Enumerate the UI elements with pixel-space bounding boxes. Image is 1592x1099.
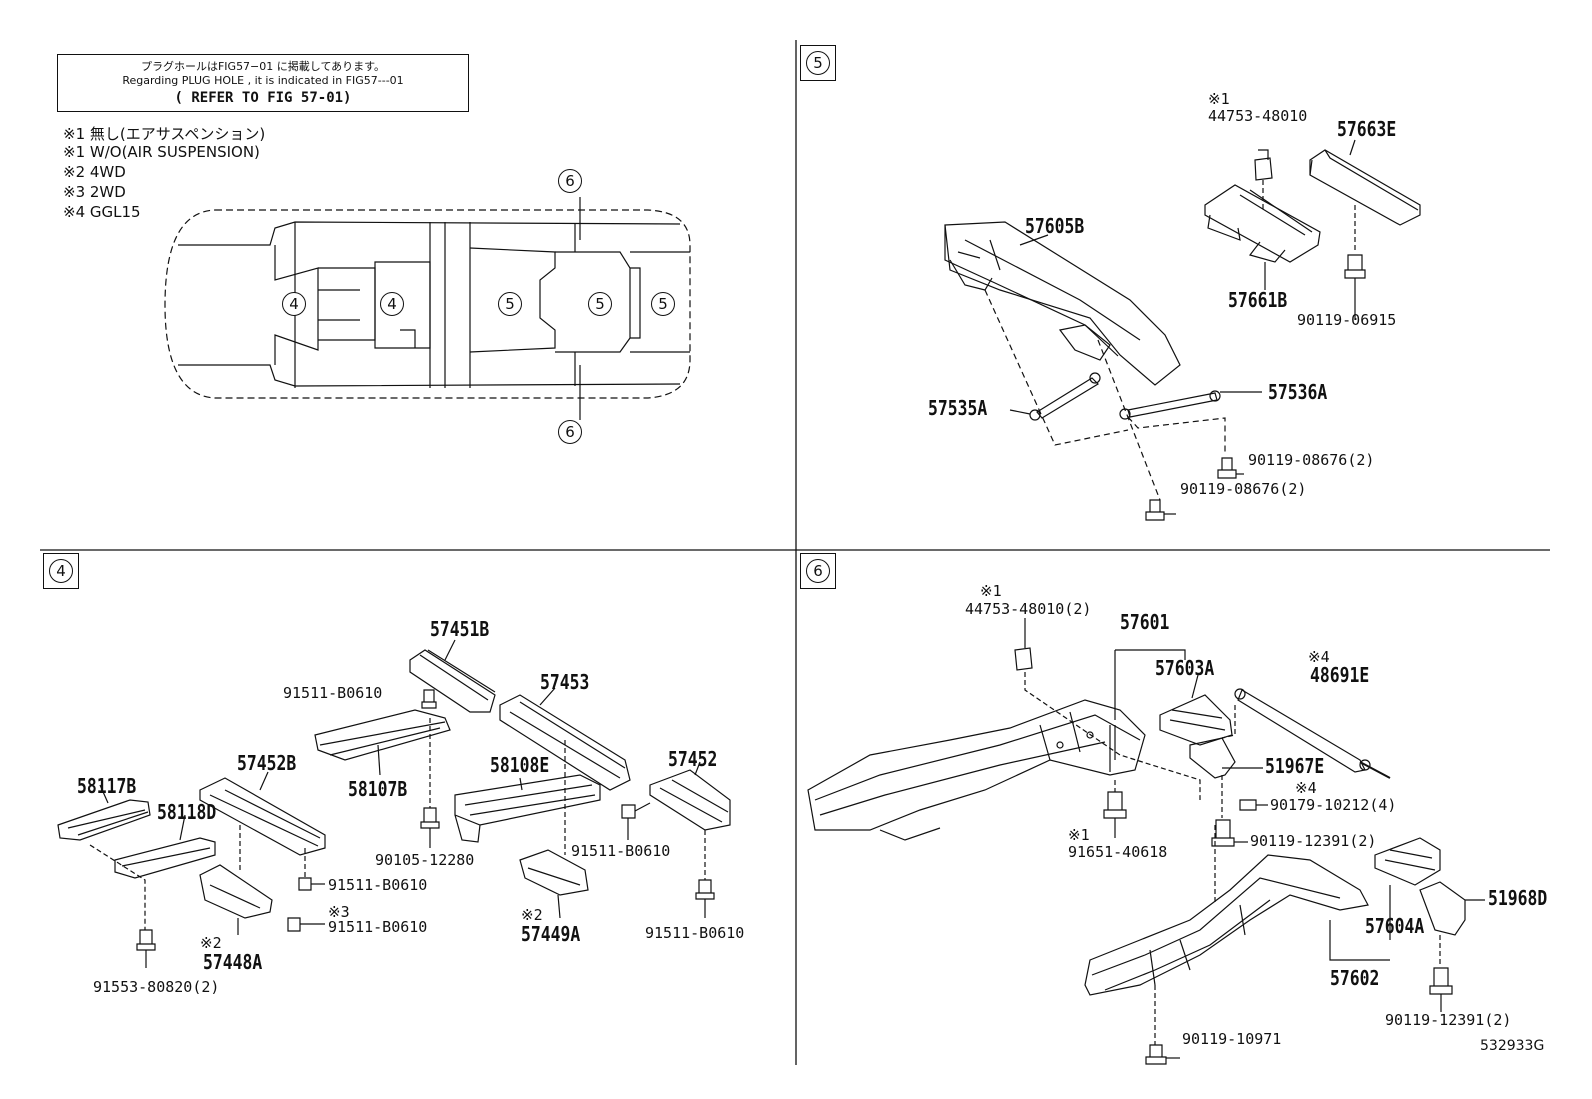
part-57536A[interactable]: 57536A xyxy=(1268,380,1328,404)
part-58108E[interactable]: 58108E xyxy=(490,753,550,777)
part-57661B[interactable]: 57661B xyxy=(1228,288,1288,312)
figure-code: 532933G xyxy=(1480,1038,1545,1054)
part-57663E[interactable]: 57663E xyxy=(1337,117,1397,141)
part-57601[interactable]: 57601 xyxy=(1120,610,1170,634)
note-3: ※3 xyxy=(328,903,350,921)
note-4: ※4 xyxy=(1308,648,1330,666)
part-51968D[interactable]: 51968D xyxy=(1488,886,1548,910)
overview-callout[interactable]: 5 xyxy=(498,292,522,316)
note-4: ※4 xyxy=(1295,779,1317,797)
part-57452[interactable]: 57452 xyxy=(668,747,718,771)
plug-hole-notice: プラグホールはFIG57−01 に掲載してあります。 Regarding PLU… xyxy=(57,54,469,112)
part-90119-08676[interactable]: 90119-08676(2) xyxy=(1180,480,1307,498)
part-91511-B0610[interactable]: 91511-B0610 xyxy=(283,684,383,702)
part-91511-B0610[interactable]: 91511-B0610 xyxy=(645,924,745,942)
part-48691E[interactable]: 48691E xyxy=(1310,663,1370,687)
overview-callout[interactable]: 6 xyxy=(558,169,582,193)
part-58107B[interactable]: 58107B xyxy=(348,777,408,801)
part-91511-B0610[interactable]: 91511-B0610 xyxy=(571,842,671,860)
legend-item: ※1 無し(エアサスペンション) xyxy=(63,125,266,143)
section-marker-6: 6 xyxy=(800,553,836,589)
section-marker-5: 5 xyxy=(800,45,836,81)
section-6-parts xyxy=(807,618,1485,1065)
part-91511-B0610[interactable]: 91511-B0610 xyxy=(328,918,428,936)
notice-refer: ( REFER TO FIG 57-01) xyxy=(174,90,352,106)
legend-item: ※3 2WD xyxy=(63,183,126,201)
part-57602[interactable]: 57602 xyxy=(1330,966,1380,990)
part-91651-40618[interactable]: 91651-40618 xyxy=(1068,843,1168,861)
part-90105-12280[interactable]: 90105-12280 xyxy=(375,851,475,869)
part-44753-48010[interactable]: 44753-48010 xyxy=(1208,107,1308,125)
legend-item: ※2 4WD xyxy=(63,163,126,181)
part-57603A[interactable]: 57603A xyxy=(1155,656,1215,680)
section-5-parts xyxy=(944,139,1421,521)
section-marker-4: 4 xyxy=(43,553,79,589)
overview-callout[interactable]: 4 xyxy=(380,292,404,316)
part-90119-12391[interactable]: 90119-12391(2) xyxy=(1250,832,1377,850)
part-57453[interactable]: 57453 xyxy=(540,670,590,694)
legend-item: ※1 W/O(AIR SUSPENSION) xyxy=(63,143,260,161)
notice-line-en: Regarding PLUG HOLE , it is indicated in… xyxy=(122,74,404,87)
part-90119-08676[interactable]: 90119-08676(2) xyxy=(1248,451,1375,469)
part-90179-10212[interactable]: 90179-10212(4) xyxy=(1270,796,1397,814)
part-91511-B0610[interactable]: 91511-B0610 xyxy=(328,876,428,894)
part-51967E[interactable]: 51967E xyxy=(1265,754,1325,778)
vehicle-overview xyxy=(164,197,691,420)
part-57448A[interactable]: 57448A xyxy=(203,950,263,974)
section-4-parts xyxy=(57,639,731,968)
part-90119-10971[interactable]: 90119-10971 xyxy=(1182,1030,1282,1048)
part-57451B[interactable]: 57451B xyxy=(430,617,490,641)
part-57449A[interactable]: 57449A xyxy=(521,922,581,946)
overview-callout[interactable]: 5 xyxy=(588,292,612,316)
overview-callout[interactable]: 6 xyxy=(558,420,582,444)
note-1: ※1 xyxy=(1208,90,1230,108)
part-58117B[interactable]: 58117B xyxy=(77,774,137,798)
part-90119-12391[interactable]: 90119-12391(2) xyxy=(1385,1011,1512,1029)
part-57604A[interactable]: 57604A xyxy=(1365,914,1425,938)
overview-callout[interactable]: 5 xyxy=(651,292,675,316)
note-1: ※1 xyxy=(1068,826,1090,844)
part-57535A[interactable]: 57535A xyxy=(928,396,988,420)
legend-item: ※4 GGL15 xyxy=(63,203,141,221)
overview-callout[interactable]: 4 xyxy=(282,292,306,316)
part-90119-06915[interactable]: 90119-06915 xyxy=(1297,311,1397,329)
part-57605B[interactable]: 57605B xyxy=(1025,214,1085,238)
dividers xyxy=(40,40,1550,1065)
note-2: ※2 xyxy=(521,906,543,924)
part-91553-80820[interactable]: 91553-80820(2) xyxy=(93,978,220,996)
part-58118D[interactable]: 58118D xyxy=(157,800,217,824)
part-44753-48010[interactable]: 44753-48010(2) xyxy=(965,600,1092,618)
notice-line-jp: プラグホールはFIG57−01 に掲載してあります。 xyxy=(140,60,386,73)
note-2: ※2 xyxy=(200,934,222,952)
note-1: ※1 xyxy=(980,582,1002,600)
part-57452B[interactable]: 57452B xyxy=(237,751,297,775)
